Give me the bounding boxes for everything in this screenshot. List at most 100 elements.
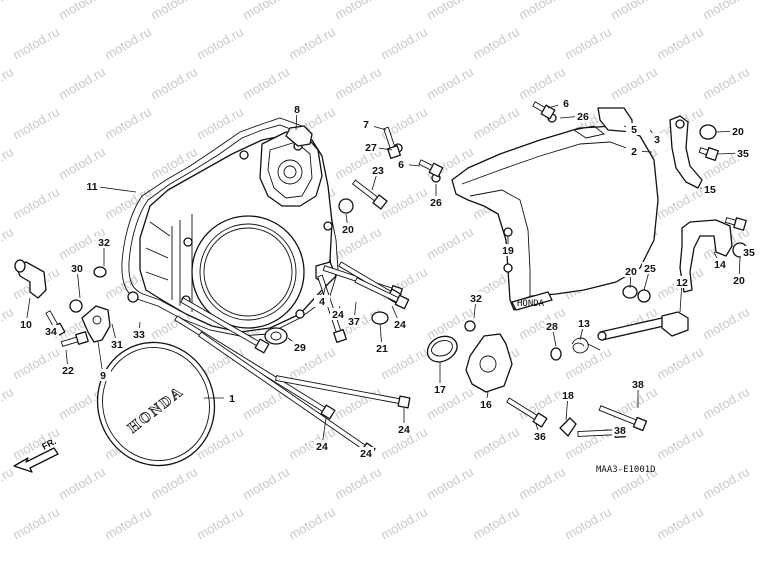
watermark-text: motod.ru xyxy=(102,104,154,143)
bolt-head xyxy=(632,416,648,432)
watermark-text: motod.ru xyxy=(332,224,384,263)
callout-26: 26 xyxy=(430,197,442,209)
bolt-head xyxy=(705,147,719,161)
watermark-text: motod.ru xyxy=(240,0,292,23)
watermark-text: motod.ru xyxy=(56,0,108,23)
callout-25: 25 xyxy=(644,263,656,275)
watermark-text: motod.ru xyxy=(286,504,338,543)
front-direction-arrow: FR. xyxy=(13,436,59,473)
watermark-text: motod.ru xyxy=(10,344,62,383)
callout-24: 24 xyxy=(394,319,406,331)
bolt-head xyxy=(387,145,401,159)
callout-26: 26 xyxy=(577,111,589,123)
watermark-text: motod.ru xyxy=(0,0,16,23)
bolt-head xyxy=(532,412,548,428)
callout-32: 32 xyxy=(470,293,482,305)
callout-3: 3 xyxy=(654,134,660,146)
callout-bg xyxy=(393,158,409,170)
watermark-text: motod.ru xyxy=(10,504,62,543)
watermark-text: motod.ru xyxy=(470,104,522,143)
bolt-head xyxy=(394,294,410,310)
callout-27: 27 xyxy=(365,142,377,154)
watermark-text: motod.ru xyxy=(516,304,568,343)
callout-bg xyxy=(314,295,330,307)
callout-bg xyxy=(340,223,356,235)
callout-23: 23 xyxy=(372,165,384,177)
watermark-text: motod.ru xyxy=(332,464,384,503)
callout-38: 38 xyxy=(614,425,626,437)
watermark-text: motod.ru xyxy=(654,344,706,383)
watermark-text: motod.ru xyxy=(470,424,522,463)
crankcase-cover-11 xyxy=(121,117,339,337)
callout-30: 30 xyxy=(71,263,83,275)
watermark-text: motod.ru xyxy=(102,24,154,63)
watermark-text: motod.ru xyxy=(0,64,16,103)
callout-9: 9 xyxy=(100,370,106,382)
watermark-text: motod.ru xyxy=(0,224,16,263)
callout-bg xyxy=(96,236,112,248)
callout-6: 6 xyxy=(563,98,569,110)
callout-33: 33 xyxy=(133,329,145,341)
callout-37: 37 xyxy=(348,316,360,328)
watermark-text: motod.ru xyxy=(608,64,660,103)
bolt-head xyxy=(733,217,747,231)
callout-bg xyxy=(18,318,34,330)
callout-20: 20 xyxy=(733,275,745,287)
watermark-text: motod.ru xyxy=(470,504,522,543)
watermark-text: motod.ru xyxy=(700,464,752,503)
bolt-head xyxy=(397,395,411,409)
watermark-text: motod.ru xyxy=(654,504,706,543)
callout-bg xyxy=(478,398,494,410)
watermark-text: motod.ru xyxy=(286,424,338,463)
callout-bg xyxy=(735,147,751,159)
callout-bg xyxy=(363,141,379,153)
callout-bg xyxy=(702,183,718,195)
callout-24: 24 xyxy=(398,424,410,436)
watermark-text: motod.ru xyxy=(700,64,752,103)
callout-bg xyxy=(712,258,728,270)
callout-bg xyxy=(626,145,642,157)
watermark-text: motod.ru xyxy=(194,104,246,143)
watermark-text: motod.ru xyxy=(562,24,614,63)
callout-bg xyxy=(370,164,386,176)
watermark-text: motod.ru xyxy=(332,0,384,23)
bolt-head xyxy=(320,404,336,420)
watermark-text: motod.ru xyxy=(194,24,246,63)
callout-bg xyxy=(731,274,747,286)
callout-7: 7 xyxy=(363,119,369,131)
callout-bg xyxy=(69,262,85,274)
callout-bg xyxy=(95,369,111,381)
callout-20: 20 xyxy=(732,126,744,138)
callout-bg xyxy=(500,244,516,256)
callout-bg xyxy=(43,325,59,337)
callout-18: 18 xyxy=(562,390,574,402)
callout-bg xyxy=(741,246,757,258)
callout-14: 14 xyxy=(714,259,726,271)
watermark-text: motod.ru xyxy=(516,64,568,103)
callout-bg xyxy=(730,125,746,137)
callout-11: 11 xyxy=(86,181,97,193)
callout-bg xyxy=(131,328,147,340)
watermark-text: motod.ru xyxy=(378,104,430,143)
callout-bg xyxy=(84,180,100,192)
watermark-text: motod.ru xyxy=(424,384,476,423)
watermark-text: motod.ru xyxy=(608,0,660,23)
watermark-text: motod.ru xyxy=(470,24,522,63)
watermark-text: motod.ru xyxy=(0,304,16,343)
side-cover-2: HONDA xyxy=(451,107,659,311)
callout-bg xyxy=(374,342,390,354)
callout-20: 20 xyxy=(625,266,637,278)
watermark-text: motod.ru xyxy=(56,464,108,503)
callout-bg xyxy=(468,292,484,304)
watermark-text: motod.ru xyxy=(56,144,108,183)
callout-bg xyxy=(623,265,639,277)
callout-17: 17 xyxy=(434,384,446,396)
callout-bg xyxy=(289,103,305,115)
callout-36: 36 xyxy=(534,431,546,443)
watermark-text: motod.ru xyxy=(0,144,16,183)
callout-bg xyxy=(576,317,592,329)
watermark-text: motod.ru xyxy=(516,464,568,503)
callout-34: 34 xyxy=(45,326,57,338)
